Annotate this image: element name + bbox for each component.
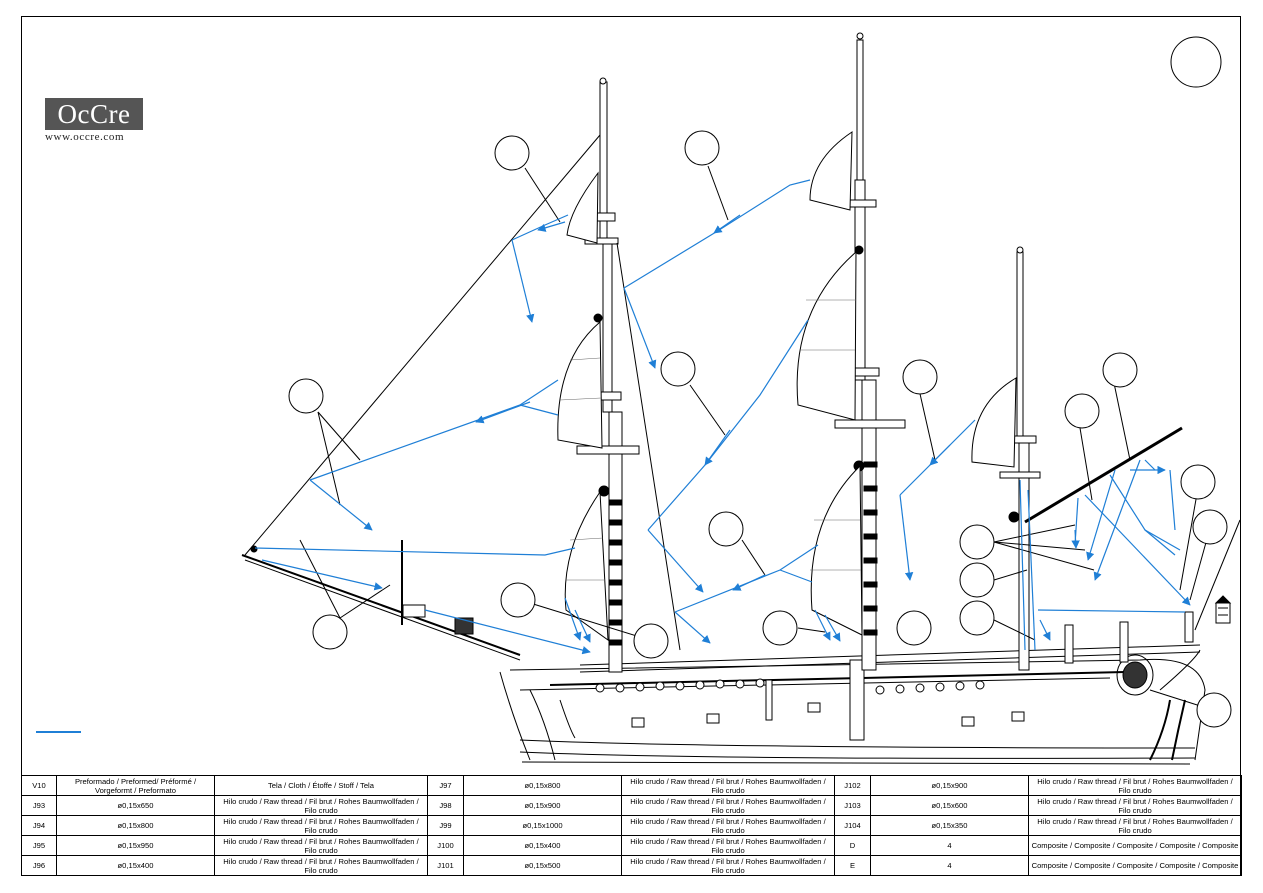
part-code: J96 (21, 855, 57, 876)
part-material: Hilo crudo / Raw thread / Fil brut / Roh… (621, 835, 835, 856)
part-code: J95 (21, 835, 57, 856)
part-material: Hilo crudo / Raw thread / Fil brut / Roh… (214, 835, 428, 856)
bowsprit (241, 540, 521, 661)
part-material: Hilo crudo / Raw thread / Fil brut / Roh… (621, 855, 835, 876)
part-material: Tela / Cloth / Étoffe / Stoff / Tela (214, 775, 428, 796)
part-material: Composite / Composite / Composite / Comp… (1028, 835, 1242, 856)
gunports (595, 611, 1194, 741)
part-material: Hilo crudo / Raw thread / Fil brut / Roh… (1028, 775, 1242, 796)
part-size: ø0,15x1000 (463, 815, 622, 836)
part-code: J101 (427, 855, 464, 876)
running-rigging (254, 179, 1191, 655)
logo-mark: OcCre (45, 98, 143, 130)
part-size: Preformado / Preformed/ Préformé / Vorge… (56, 775, 215, 796)
part-size: ø0,15x900 (870, 775, 1029, 796)
part-code: D (834, 835, 871, 856)
part-size: ø0,15x400 (463, 835, 622, 856)
part-code: J104 (834, 815, 871, 836)
part-code: J97 (427, 775, 464, 796)
mainmast (834, 32, 906, 671)
part-material: Hilo crudo / Raw thread / Fil brut / Roh… (214, 855, 428, 876)
part-size: ø0,15x400 (56, 855, 215, 876)
part-size: ø0,15x800 (56, 815, 215, 836)
part-code: J99 (427, 815, 464, 836)
part-size: 4 (870, 855, 1029, 876)
part-material: Hilo crudo / Raw thread / Fil brut / Roh… (214, 815, 428, 836)
part-size: ø0,15x650 (56, 795, 215, 816)
drawing-sheet-border (21, 16, 1241, 876)
part-material: Composite / Composite / Composite / Comp… (1028, 855, 1242, 876)
part-material: Hilo crudo / Raw thread / Fil brut / Roh… (1028, 795, 1242, 816)
sails (557, 131, 1017, 642)
logo-url: www.occre.com (45, 131, 125, 143)
part-code: J102 (834, 775, 871, 796)
part-code: J100 (427, 835, 464, 856)
part-material: Hilo crudo / Raw thread / Fil brut / Roh… (621, 795, 835, 816)
part-code: J94 (21, 815, 57, 836)
part-material: Hilo crudo / Raw thread / Fil brut / Roh… (1028, 815, 1242, 836)
mizzenmast (999, 246, 1183, 671)
stern-lantern (1214, 595, 1232, 624)
foremast (576, 77, 640, 673)
leader-lines (244, 134, 1241, 711)
part-code: E (834, 855, 871, 876)
reference-callouts (288, 36, 1232, 728)
part-code: J98 (427, 795, 464, 816)
part-code: J93 (21, 795, 57, 816)
occre-logo: OcCre www.occre.com (45, 98, 143, 143)
part-code: V10 (21, 775, 57, 796)
part-code: J103 (834, 795, 871, 816)
part-size: 4 (870, 835, 1029, 856)
blue-underline-link[interactable] (36, 731, 81, 733)
part-size: ø0,15x600 (870, 795, 1029, 816)
callout-circle-large (1170, 36, 1222, 88)
part-material: Hilo crudo / Raw thread / Fil brut / Roh… (214, 795, 428, 816)
part-size: ø0,15x900 (463, 795, 622, 816)
part-size: ø0,15x350 (870, 815, 1029, 836)
part-size: ø0,15x800 (463, 775, 622, 796)
part-size: ø0,15x950 (56, 835, 215, 856)
part-size: ø0,15x500 (463, 855, 622, 876)
logo-brand-text: OcCre (57, 98, 131, 129)
part-material: Hilo crudo / Raw thread / Fil brut / Roh… (621, 815, 835, 836)
part-material: Hilo crudo / Raw thread / Fil brut / Roh… (621, 775, 835, 796)
